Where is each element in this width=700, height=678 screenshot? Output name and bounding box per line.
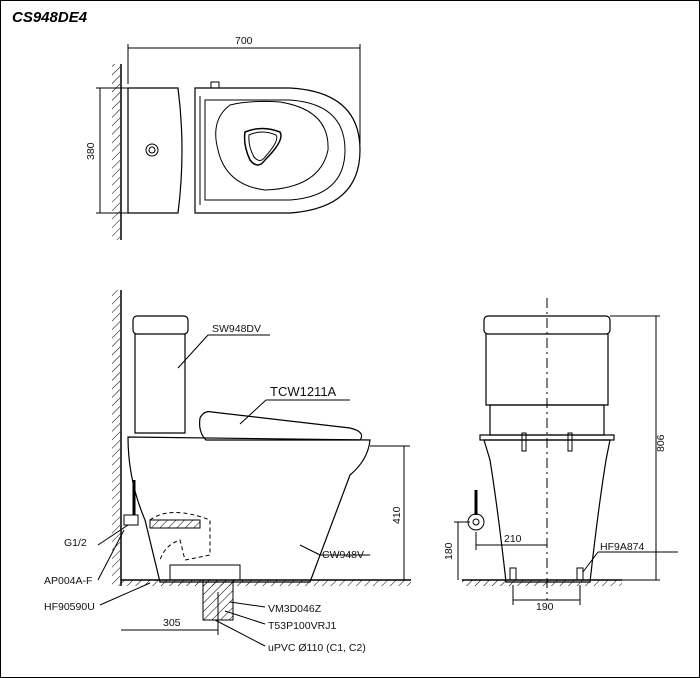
front-view: [454, 298, 678, 605]
side-view: [97, 290, 411, 647]
dim-806: 806: [655, 434, 667, 452]
dim-700: 700: [235, 35, 253, 47]
dim-210: 210: [504, 533, 522, 545]
top-view: [96, 44, 361, 240]
dim-190: 190: [536, 601, 554, 613]
part-pipe: uPVC Ø110 (C1, C2): [268, 642, 366, 654]
part-valve: AP004A-F: [44, 575, 92, 587]
dim-410: 410: [391, 506, 403, 524]
part-hose: HF90590U: [44, 601, 95, 613]
model-title: CS948DE4: [12, 9, 88, 26]
part-flange: VM3D046Z: [268, 603, 322, 615]
part-bolt: HF9A874: [600, 541, 645, 553]
part-seat: TCW1211A: [270, 384, 337, 399]
dim-305: 305: [163, 617, 181, 629]
dim-180: 180: [443, 542, 455, 560]
part-inlet: G1/2: [64, 537, 87, 549]
part-bowl: CW948V: [322, 549, 364, 561]
part-trap: T53P100VRJ1: [268, 620, 336, 632]
part-tank: SW948DV: [212, 323, 261, 335]
dim-380: 380: [85, 142, 97, 160]
